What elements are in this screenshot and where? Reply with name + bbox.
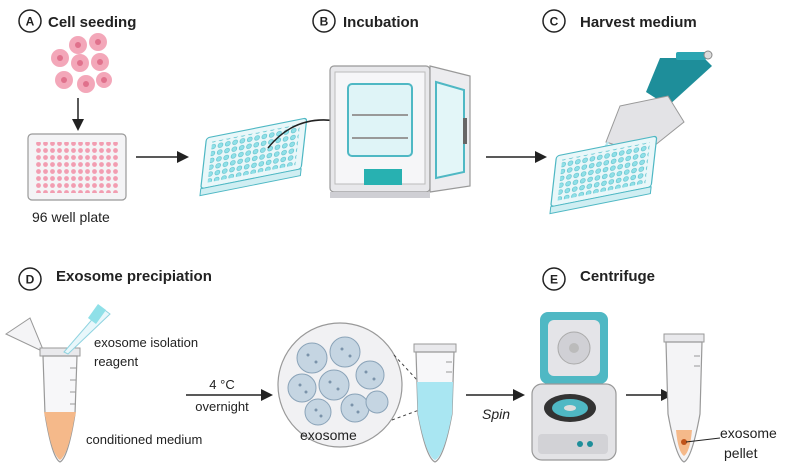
step-e: E Centrifuge bbox=[531, 267, 655, 461]
exosome-zoom-circle bbox=[277, 322, 403, 448]
exosome-label: exosome bbox=[300, 427, 357, 443]
pellet-pointer bbox=[685, 437, 721, 443]
plate-96-well-cyan bbox=[199, 117, 308, 197]
step-c: C Harvest medium bbox=[542, 9, 713, 215]
step-e-badge bbox=[542, 267, 566, 291]
step-a-badge bbox=[18, 9, 42, 33]
step-d-letter: D bbox=[26, 273, 35, 287]
step-d: D Exosome precipiation exosome isolation… bbox=[4, 267, 457, 463]
step-b-badge bbox=[312, 9, 336, 33]
step-c-badge bbox=[542, 9, 566, 33]
reagent-label-line2: reagent bbox=[94, 354, 138, 369]
step-a-title: Cell seeding bbox=[48, 14, 136, 31]
centrifuge bbox=[531, 312, 617, 461]
step-d-title: Exosome precipiation bbox=[56, 268, 212, 285]
incubator-door-handle bbox=[463, 118, 467, 144]
pellet-label-line2: pellet bbox=[724, 445, 758, 461]
plate-label: 96 well plate bbox=[32, 209, 110, 225]
step-e-title: Centrifuge bbox=[580, 268, 655, 285]
medium-label: conditioned medium bbox=[86, 432, 202, 447]
tube-pellet bbox=[663, 333, 705, 463]
pellet-dot bbox=[681, 439, 687, 445]
step-e-letter: E bbox=[550, 273, 558, 287]
spin-label: Spin bbox=[482, 406, 510, 422]
reagent-label-line1: exosome isolation bbox=[94, 335, 198, 350]
step-c-letter: C bbox=[550, 15, 559, 29]
overnight-label: overnight bbox=[195, 399, 249, 414]
step-c-title: Harvest medium bbox=[580, 14, 697, 31]
step-d-badge bbox=[18, 267, 42, 291]
cell-cluster bbox=[51, 33, 112, 93]
pipette-tip-reagent bbox=[63, 304, 111, 355]
incubator-control-panel bbox=[364, 169, 402, 185]
tube-conditioned-medium bbox=[4, 317, 81, 463]
tube-exosome-blue bbox=[413, 343, 457, 463]
incubator bbox=[329, 65, 471, 198]
temp-label: 4 °C bbox=[209, 377, 234, 392]
plate-96-well-pink bbox=[27, 133, 127, 201]
zoom-line-bottom bbox=[391, 405, 431, 421]
step-a-letter: A bbox=[26, 15, 35, 29]
step-b-title: Incubation bbox=[343, 14, 419, 31]
step-b: B Incubation bbox=[199, 9, 471, 198]
step-a: A Cell seeding 96 well plate bbox=[18, 9, 136, 225]
plate-96-well-cyan-harvest bbox=[549, 135, 658, 215]
pellet-label-line1: exosome bbox=[720, 425, 777, 441]
step-b-letter: B bbox=[320, 15, 329, 29]
